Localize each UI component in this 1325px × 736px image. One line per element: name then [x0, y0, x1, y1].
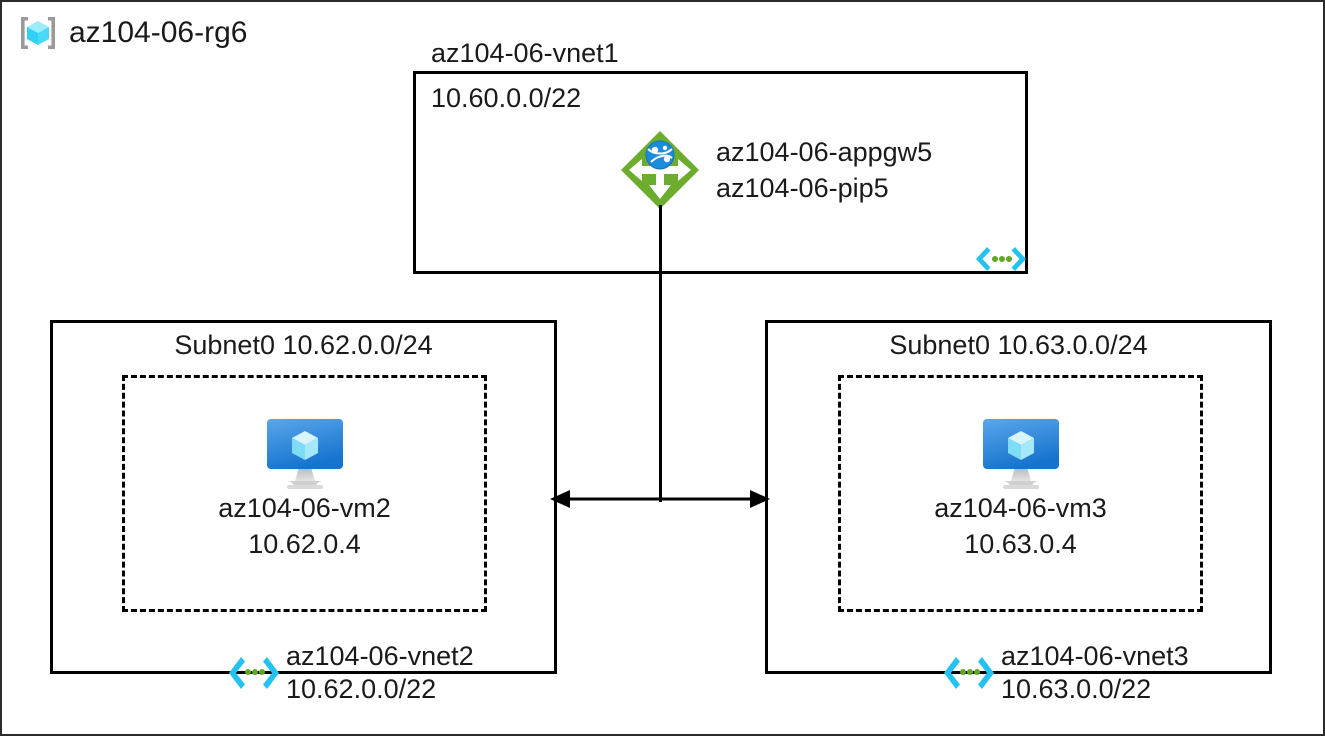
vnet3-box: [765, 320, 1272, 674]
application-gateway-name: az104-06-appgw5: [716, 136, 933, 167]
vnet2-labels: az104-06-vnet2 10.62.0.0/22: [286, 640, 474, 706]
application-gateway-node[interactable]: az104-06-appgw5 az104-06-pip5: [618, 128, 932, 212]
application-gateway-labels: az104-06-appgw5 az104-06-pip5: [716, 134, 932, 207]
vnet2-subnet-dashed-box: [122, 375, 487, 612]
vnet3-labels: az104-06-vnet3 10.63.0.0/22: [1001, 640, 1189, 706]
vnet3-address-space: 10.63.0.0/22: [1001, 673, 1152, 704]
vnet3-name: az104-06-vnet3: [1001, 641, 1189, 671]
resource-group-cube-icon: [17, 14, 59, 52]
vm2-node[interactable]: az104-06-vm2 10.62.0.4: [122, 415, 487, 562]
vnet1-address-space: 10.60.0.0/22: [431, 83, 582, 113]
vnet3-badge: az104-06-vnet3 10.63.0.0/22: [943, 640, 1189, 706]
vnet2-subnet-heading: Subnet0 10.62.0.0/24: [174, 330, 433, 360]
resource-group-header: az104-06-rg6: [17, 14, 247, 52]
vnet2-chevron-icon: [228, 651, 280, 695]
application-gateway-icon: [618, 128, 702, 212]
gateway-vertical-connector: [659, 205, 662, 502]
vm3-private-ip: 10.63.0.4: [964, 528, 1077, 559]
vm2-name: az104-06-vm2: [218, 493, 391, 523]
vnet2-address-space: 10.62.0.0/22: [286, 673, 437, 704]
vnet3-subnet-dashed-box: [838, 375, 1203, 612]
resource-group-name: az104-06-rg6: [69, 16, 248, 49]
vnet2-box: [50, 320, 557, 674]
vnet1-box: [413, 71, 1028, 274]
public-ip-name: az104-06-pip5: [716, 173, 889, 203]
vnet3-chevron-icon: [943, 651, 995, 695]
vnet1-chevron-icon: [975, 244, 1027, 274]
vm3-name: az104-06-vm3: [934, 493, 1107, 523]
virtual-machine-icon: [977, 415, 1065, 491]
vnet1-name-label: az104-06-vnet1: [431, 38, 619, 68]
vnet2-name: az104-06-vnet2: [286, 641, 474, 671]
vm3-node[interactable]: az104-06-vm3 10.63.0.4: [838, 415, 1203, 562]
vnet3-subnet-heading: Subnet0 10.63.0.0/24: [889, 330, 1148, 360]
vnet2-badge: az104-06-vnet2 10.62.0.0/22: [228, 640, 474, 706]
vnet-peering-arrow: [548, 480, 772, 518]
vm2-private-ip: 10.62.0.4: [248, 528, 361, 559]
virtual-machine-icon: [261, 415, 349, 491]
